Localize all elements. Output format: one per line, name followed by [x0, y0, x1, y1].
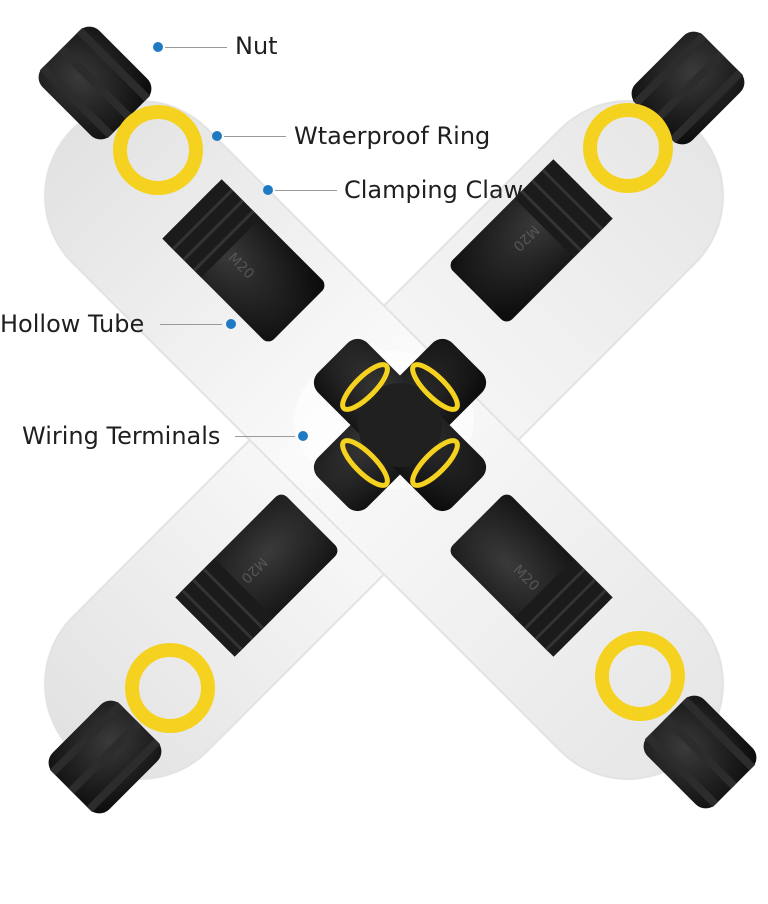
nut-bottom-left [48, 700, 162, 814]
label-nut: Nut [235, 32, 278, 60]
leader-line-terminals [235, 436, 295, 437]
claw-tube-bottom-left: M20 [175, 494, 338, 657]
callout-dot-nut [153, 42, 163, 52]
leader-line-claw [275, 190, 337, 191]
ring-bottom-left [125, 643, 215, 733]
wiring-terminals [313, 338, 487, 512]
claw-tube-top-left: M20 [162, 179, 325, 342]
claw-tube-top-right: M20 [450, 159, 613, 322]
claw-tube-bottom-right: M20 [450, 494, 613, 657]
label-ring: Wtaerproof Ring [294, 122, 491, 150]
callout-dot-terminals [298, 431, 308, 441]
leader-line-ring [224, 136, 286, 137]
callout-dot-claw [263, 185, 273, 195]
ring-top-right [583, 103, 673, 193]
label-claw: Clamping Claw [344, 176, 524, 204]
callout-dot-ring [212, 131, 222, 141]
ring-top-left [113, 105, 203, 195]
ring-bottom-right [595, 631, 685, 721]
label-terminals: Wiring Terminals [22, 422, 221, 450]
nut-top-left [38, 26, 152, 140]
callout-dot-tube [226, 319, 236, 329]
label-tube: Hollow Tube [0, 310, 145, 338]
leader-line-tube [160, 324, 222, 325]
leader-line-nut [165, 47, 227, 48]
nut-bottom-right [643, 695, 757, 809]
